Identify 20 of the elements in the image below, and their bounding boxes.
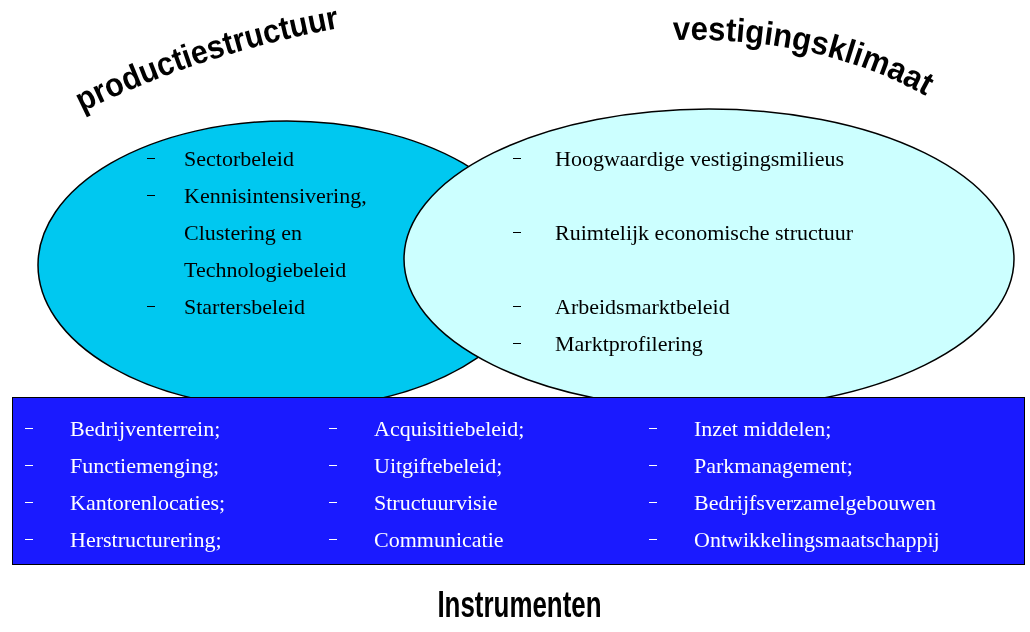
list-item: Arbeidsmarktbeleid: [555, 293, 731, 321]
list-item: Herstructurering;: [70, 526, 222, 554]
list-item: Structuurvisie: [374, 489, 498, 517]
list-item: Startersbeleid: [184, 293, 306, 321]
list-item: Uitgiftebeleid;: [374, 452, 503, 480]
list-item: Bedrijventerrein;: [70, 415, 221, 443]
list-item: Hoogwaardige vestigingsmilieus: [555, 145, 845, 173]
list-item: Marktprofilering: [555, 330, 704, 358]
list-item: Kennisintensivering, Clustering en Technologiebeleid: [184, 182, 368, 284]
list-item: Acquisitiebeleid;: [374, 415, 525, 443]
list-item: Functiemenging;: [70, 452, 220, 480]
list-item: Ruimtelijk economische structuur: [555, 219, 855, 247]
list-item: Bedrijfsverzamelgebouwen: [694, 489, 936, 517]
list-item: Kantorenlocaties;: [70, 489, 226, 517]
heading: Instrumenten: [436, 584, 603, 626]
list-item: Parkmanagement;: [694, 452, 853, 480]
list-item: Inzet middelen;: [694, 415, 832, 443]
list-item: Communicatie: [374, 526, 504, 554]
list-item: Sectorbeleid: [184, 145, 295, 173]
list-item: Ontwikkelingsmaatschappij: [694, 526, 940, 554]
